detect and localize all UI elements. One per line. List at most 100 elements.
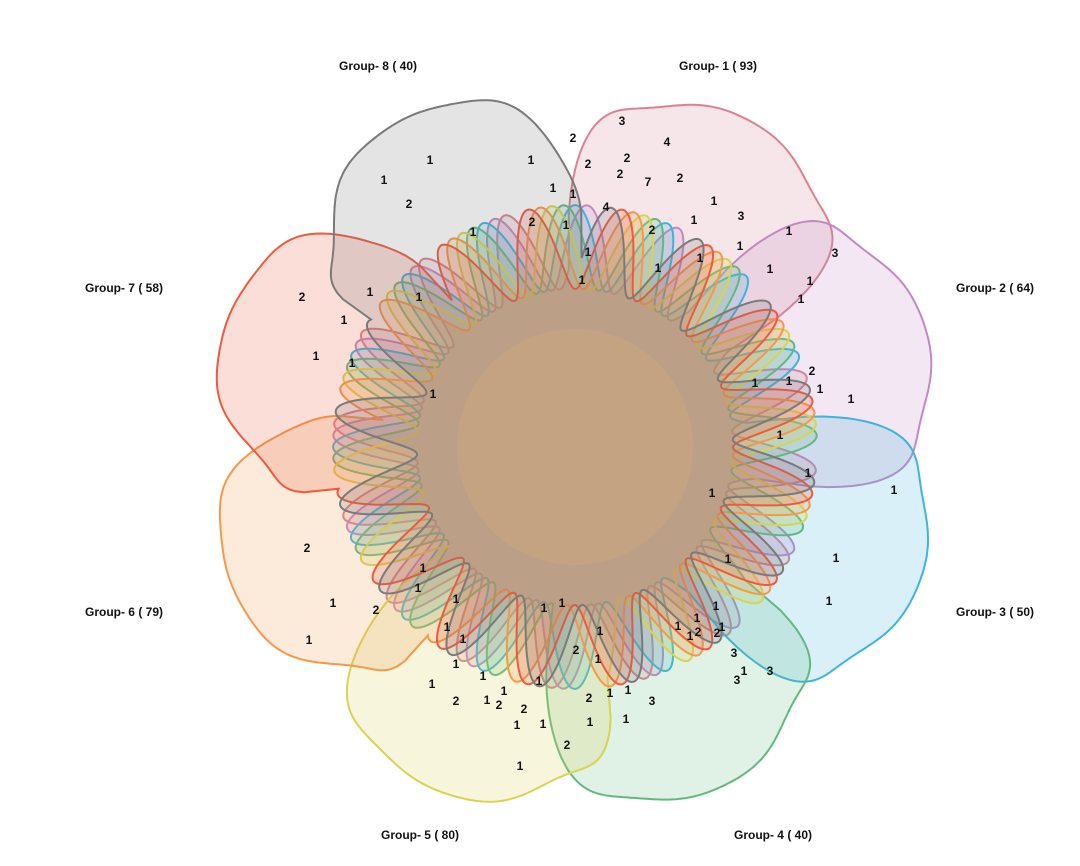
region-count: 1 <box>430 387 437 401</box>
region-count: 1 <box>480 669 487 683</box>
region-count: 2 <box>695 625 702 639</box>
region-count: 1 <box>501 684 508 698</box>
region-count: 4 <box>603 200 610 214</box>
region-count: 3 <box>731 646 738 660</box>
region-count: 1 <box>786 374 793 388</box>
all-groups-intersection <box>457 329 693 565</box>
region-count: 2 <box>649 223 656 237</box>
region-count: 1 <box>528 153 535 167</box>
region-count: 1 <box>891 483 898 497</box>
region-count: 1 <box>453 657 460 671</box>
region-count: 1 <box>550 181 557 195</box>
region-count: 1 <box>517 759 524 773</box>
group-labels: Group- 1 ( 93) Group- 2 ( 64) Group- 3 (… <box>85 59 1034 842</box>
region-count: 1 <box>655 261 662 275</box>
region-count: 1 <box>313 349 320 363</box>
region-count: 1 <box>330 596 337 610</box>
region-count: 1 <box>807 274 814 288</box>
region-count: 2 <box>573 643 580 657</box>
region-count: 2 <box>521 702 528 716</box>
group-label-4: Group- 4 ( 40) <box>734 828 812 842</box>
region-count: 1 <box>585 245 592 259</box>
region-count: 1 <box>597 624 604 638</box>
region-count: 1 <box>514 718 521 732</box>
region-count: 2 <box>585 157 592 171</box>
region-count: 1 <box>798 292 805 306</box>
region-count: 2 <box>373 603 380 617</box>
region-count: 1 <box>741 664 748 678</box>
region-count: 4 <box>664 135 671 149</box>
region-count: 1 <box>587 715 594 729</box>
region-count: 1 <box>427 153 434 167</box>
group-label-2: Group- 2 ( 64) <box>956 281 1034 295</box>
region-count: 1 <box>420 561 427 575</box>
region-count: 2 <box>304 541 311 555</box>
region-count: 1 <box>460 632 467 646</box>
region-count: 2 <box>299 290 306 304</box>
region-count: 2 <box>406 197 413 211</box>
region-count: 3 <box>619 114 626 128</box>
region-count: 2 <box>677 171 684 185</box>
region-count: 2 <box>453 694 460 708</box>
region-count: 1 <box>429 677 436 691</box>
region-count: 1 <box>826 594 833 608</box>
region-count: 2 <box>624 151 631 165</box>
region-count: 1 <box>415 581 422 595</box>
region-count: 1 <box>625 683 632 697</box>
region-count: 1 <box>536 674 543 688</box>
region-count: 1 <box>805 466 812 480</box>
group-label-5: Group- 5 ( 80) <box>381 828 459 842</box>
region-count: 2 <box>564 738 571 752</box>
region-count: 1 <box>570 187 577 201</box>
region-count: 1 <box>691 213 698 227</box>
region-count: 1 <box>607 686 614 700</box>
region-count: 1 <box>563 218 570 232</box>
region-count: 7 <box>645 175 652 189</box>
region-count: 1 <box>579 273 586 287</box>
region-count: 3 <box>832 246 839 260</box>
region-count: 1 <box>416 290 423 304</box>
region-count: 1 <box>848 392 855 406</box>
region-count: 1 <box>725 552 732 566</box>
region-count: 1 <box>595 652 602 666</box>
region-count: 2 <box>529 215 536 229</box>
region-count: 1 <box>559 596 566 610</box>
region-count: 1 <box>349 356 356 370</box>
region-count: 1 <box>341 313 348 327</box>
group-label-3: Group- 3 ( 50) <box>956 605 1034 619</box>
region-count: 1 <box>694 611 701 625</box>
region-count: 1 <box>687 629 694 643</box>
region-count: 1 <box>767 262 774 276</box>
region-count: 2 <box>586 691 593 705</box>
region-count: 1 <box>752 376 759 390</box>
region-count: 1 <box>711 194 718 208</box>
group-label-1: Group- 1 ( 93) <box>679 59 757 73</box>
region-count: 1 <box>713 599 720 613</box>
region-count: 1 <box>306 633 313 647</box>
region-count: 1 <box>833 551 840 565</box>
region-count: 2 <box>809 364 816 378</box>
region-count: 1 <box>786 224 793 238</box>
region-count: 1 <box>709 486 716 500</box>
region-count: 2 <box>617 167 624 181</box>
region-count: 1 <box>444 620 451 634</box>
region-count: 1 <box>623 712 630 726</box>
region-count: 2 <box>714 626 721 640</box>
region-count: 1 <box>484 693 491 707</box>
region-count: 1 <box>540 717 547 731</box>
region-count: 1 <box>541 601 548 615</box>
region-count: 1 <box>777 428 784 442</box>
region-count: 3 <box>649 694 656 708</box>
region-count: 1 <box>697 251 704 265</box>
group-label-7: Group- 7 ( 58) <box>85 281 163 295</box>
region-count: 3 <box>767 664 774 678</box>
region-count: 1 <box>719 620 726 634</box>
region-count: 3 <box>738 209 745 223</box>
group-label-8: Group- 8 ( 40) <box>339 59 417 73</box>
region-count: 1 <box>817 382 824 396</box>
region-count: 1 <box>470 225 477 239</box>
region-count: 1 <box>453 592 460 606</box>
